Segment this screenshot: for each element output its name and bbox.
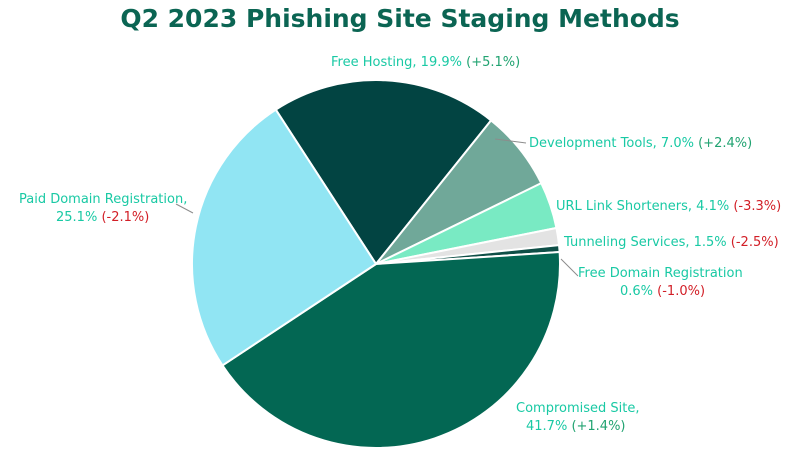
leader-line-free-domain-registration — [560, 258, 579, 277]
data-label-tunneling-services: Tunneling Services, 1.5% (-2.5%) — [563, 235, 779, 250]
pie-slice-free-hosting — [274, 79, 493, 266]
data-label-free-hosting: Free Hosting, 19.9% (+5.1%) — [331, 55, 520, 70]
data-label-compromised-site-line2: 41.7% (+1.4%) — [526, 419, 626, 434]
data-label-compromised-site-line1: Compromised Site, — [516, 401, 639, 416]
data-label-url-link-shorteners: URL Link Shorteners, 4.1% (-3.3%) — [556, 199, 781, 214]
chart-title: Q2 2023 Phishing Site Staging Methods — [120, 4, 680, 33]
data-label-free-domain-registration-line2: 0.6% (-1.0%) — [620, 284, 705, 299]
data-label-development-tools: Development Tools, 7.0% (+2.4%) — [529, 136, 752, 151]
pie-slice-compromised-site — [221, 250, 561, 449]
leader-line-development-tools — [494, 138, 527, 144]
pie-slice-paid-domain-registration — [191, 108, 378, 367]
data-label-free-domain-registration-line1: Free Domain Registration — [578, 266, 743, 281]
data-label-paid-domain-registration-line1: Paid Domain Registration, — [19, 192, 187, 207]
data-label-paid-domain-registration-line2: 25.1% (-2.1%) — [56, 210, 149, 225]
leader-line-paid-domain-registration — [175, 203, 194, 214]
